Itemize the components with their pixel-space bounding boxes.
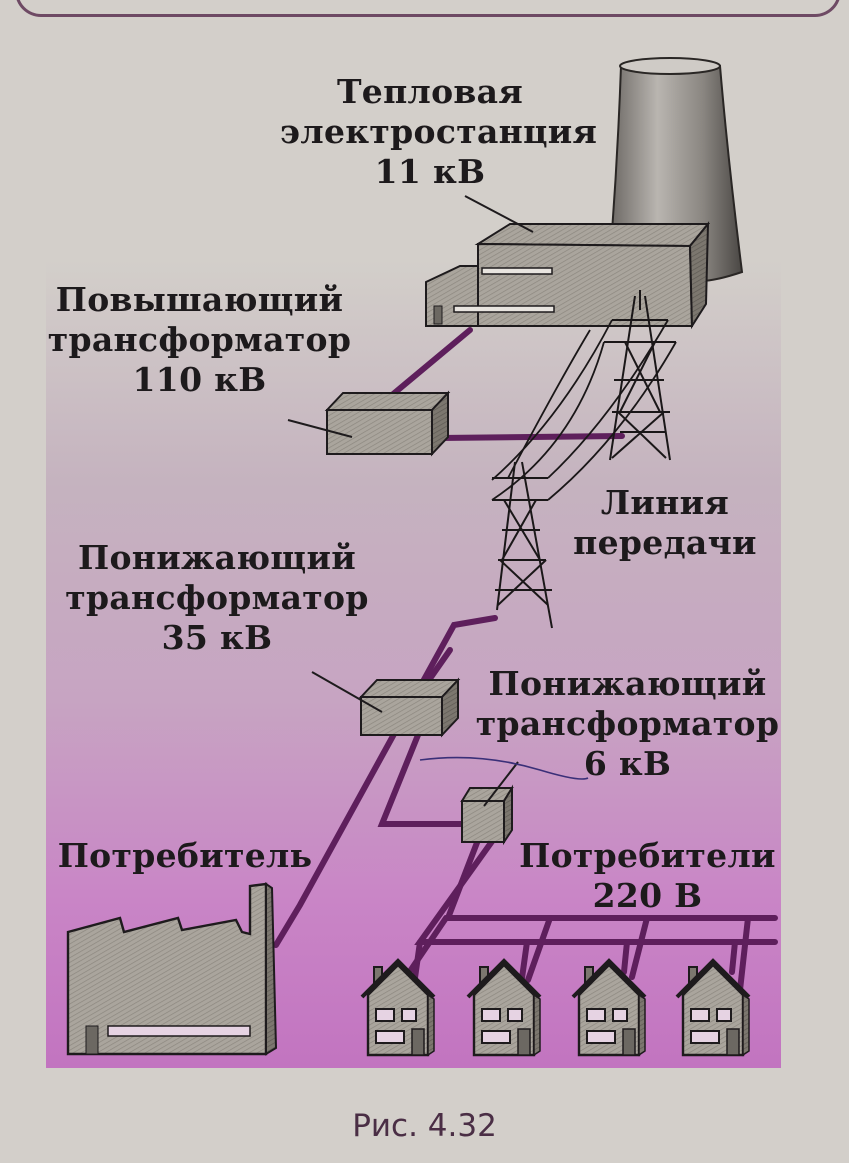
label-transmission-line: Линия передачи — [570, 483, 760, 563]
label-transmission-line2: передачи — [573, 523, 757, 562]
leader-lines — [287, 195, 589, 807]
label-power-station: Тепловая электростанция 11 кВ — [280, 72, 598, 192]
label-houses-line1: Потребители — [519, 836, 776, 875]
label-step-up-line2: трансформатор — [47, 320, 352, 359]
label-step-down-transformer-35kv: Понижающий трансформатор 35 кВ — [52, 538, 382, 658]
power-station-building-icon — [425, 221, 711, 330]
label-factory-line1: Потребитель — [57, 836, 313, 875]
label-houses-voltage: 220 В — [592, 876, 703, 915]
house-3-icon — [571, 958, 647, 1057]
label-step-down-transformer-6kv: Понижающий трансформатор 6 кВ — [470, 664, 785, 784]
label-6kv-line1: Понижающий — [488, 664, 767, 703]
label-consumers-houses: Потребители 220 В — [510, 836, 785, 916]
label-6kv-voltage: 6 кВ — [583, 744, 672, 783]
label-consumer-factory: Потребитель — [50, 836, 320, 876]
label-transmission-line1: Линия — [600, 483, 730, 522]
label-35kv-line2: трансформатор — [65, 578, 369, 617]
transmission-tower-icon-2 — [492, 461, 553, 629]
label-6kv-line2: трансформатор — [475, 704, 780, 743]
label-step-up-line1: Повышающий — [55, 280, 344, 319]
label-power-station-voltage: 11 кВ — [374, 152, 486, 191]
house-1-icon — [360, 958, 436, 1057]
label-35kv-line1: Понижающий — [77, 538, 356, 577]
transmission-wires — [491, 319, 677, 501]
line-station-to-stepup — [389, 327, 473, 398]
line-tower-to-factory — [273, 615, 498, 948]
factory-icon — [66, 882, 278, 1056]
label-power-station-line1: Тепловая — [336, 72, 524, 111]
line-stepup-to-tower — [437, 433, 625, 441]
line-35kv-to-6kv — [377, 732, 469, 827]
figure-caption: Рис. 4.32 — [352, 1108, 497, 1144]
step-down-transformer-6kv-icon — [460, 784, 514, 846]
label-35kv-voltage: 35 кВ — [161, 618, 273, 657]
label-step-up-transformer: Повышающий трансформатор 110 кВ — [32, 280, 367, 400]
label-power-station-line2: электростанция — [280, 112, 598, 151]
label-step-up-voltage: 110 кВ — [132, 360, 267, 399]
house-2-icon — [466, 958, 542, 1057]
houses — [360, 958, 751, 1057]
step-up-transformer-icon — [324, 390, 451, 457]
step-down-transformer-35kv-icon — [358, 677, 461, 738]
house-4-icon — [675, 958, 751, 1057]
power-lines — [273, 327, 778, 993]
